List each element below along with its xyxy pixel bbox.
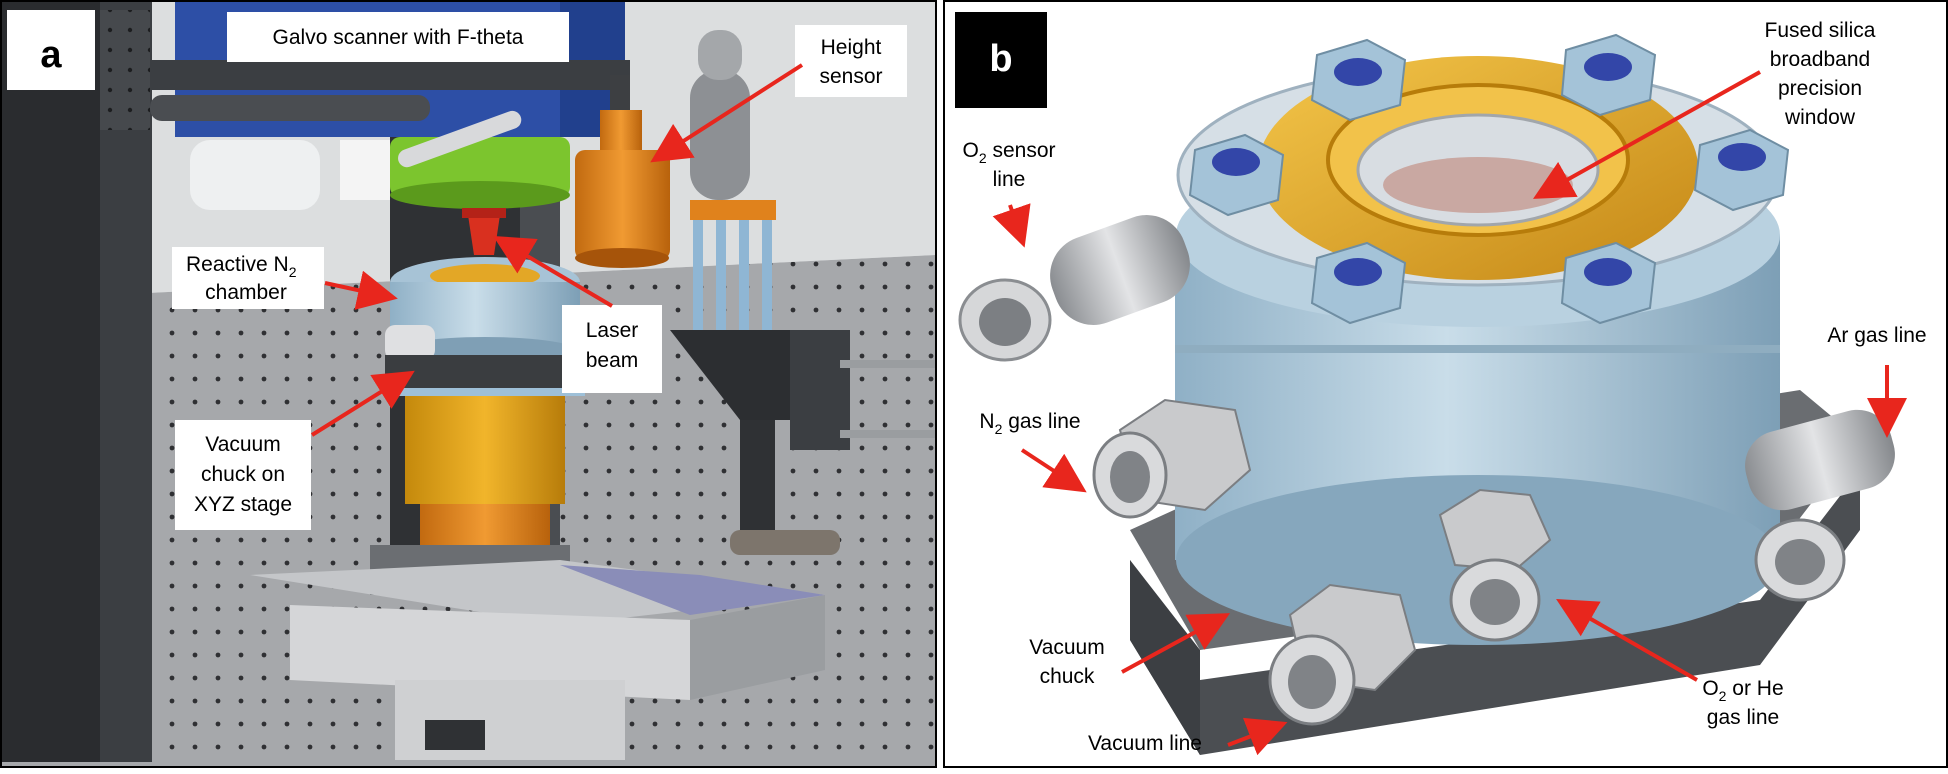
panel-a-letter-box <box>7 10 95 90</box>
kinematic-rods <box>840 360 935 368</box>
reactive-label-line2: chamber <box>205 281 287 304</box>
reactive-arrow <box>324 270 398 310</box>
o2he-label-line2: gas line <box>1707 706 1779 729</box>
chamber-small-fitting <box>385 325 435 360</box>
fused-label-line3: precision <box>1778 77 1862 100</box>
bg-equipment <box>190 140 320 210</box>
reactive-label-box <box>172 247 324 309</box>
chamber-groove <box>1175 345 1780 353</box>
vacline-label: Vacuum line <box>1088 732 1202 755</box>
laser-arrow <box>493 235 614 308</box>
height-sensor-label-line2: sensor <box>819 65 882 88</box>
n2-gas-fitting <box>1092 398 1252 519</box>
o2sensor-arrow <box>992 203 1031 248</box>
n2-arrow <box>1020 448 1087 493</box>
height-sensor-label-box <box>795 25 907 97</box>
bolt-5 <box>1310 241 1407 325</box>
stage-z-yellow <box>405 396 565 504</box>
chamber-small-base-stripe <box>385 388 585 396</box>
f-theta-lens-bottom <box>390 181 570 209</box>
probe-rod-3 <box>739 200 749 335</box>
vacuum-stage-label-box <box>175 420 311 530</box>
probe-rod-1 <box>693 200 703 335</box>
mount-post-base <box>730 530 840 555</box>
post-left-holes <box>100 10 150 130</box>
bolt-6 <box>1560 241 1657 325</box>
xy-stage-right <box>690 595 825 700</box>
panel-b-letter-box <box>955 12 1047 108</box>
laser-nozzle <box>468 215 500 255</box>
microscope-tube-top <box>698 30 742 80</box>
o2sensor-label-line2: line <box>993 168 1026 191</box>
probe-rod-accent <box>690 200 776 220</box>
galvo-label-box <box>227 12 569 62</box>
vacuum-stage-label-line2: chuck on <box>201 463 285 486</box>
bolt-1 <box>1310 38 1407 122</box>
probe-rod-2 <box>716 200 726 335</box>
height-sensor-top <box>600 110 642 150</box>
o2-he-fitting <box>1438 488 1552 642</box>
laser-label-box <box>562 305 662 393</box>
chamber-small-base <box>385 355 585 390</box>
mount-rod <box>150 95 430 121</box>
laser-nozzle-top <box>462 208 506 218</box>
o2-sensor-fitting <box>958 215 1190 362</box>
microscope-tube <box>690 70 750 200</box>
mount-post <box>740 420 775 540</box>
probe-rod-4 <box>762 200 772 335</box>
height-sensor-arrow <box>650 63 804 163</box>
fused-label-line4: window <box>1784 106 1856 129</box>
o2he-arrow <box>1556 599 1698 682</box>
vacuum-stage-label-line1: Vacuum <box>205 433 280 456</box>
chuck-arrow <box>1121 613 1231 674</box>
vacuum-stage-label-line3: XYZ stage <box>194 493 292 516</box>
fused-label-line2: broadband <box>1770 48 1870 71</box>
bolt-2 <box>1560 33 1657 117</box>
kinematic-rods-2 <box>840 430 935 438</box>
bolt-3 <box>1188 133 1285 217</box>
mount-rod-2 <box>398 110 522 168</box>
panel-b-letter: b <box>989 38 1012 80</box>
bg-equipment-2 <box>340 140 390 200</box>
window-inner <box>1383 157 1573 213</box>
height-sensor-label-line1: Height <box>821 36 882 59</box>
panel-b: b Fused silica broadband precision windo… <box>943 0 1948 768</box>
chuck-base-front-face <box>1130 560 1200 755</box>
panel-a-letter: a <box>40 34 62 76</box>
height-sensor-body <box>575 150 670 260</box>
vacuum-stage-arrow <box>310 370 415 437</box>
chuck-label-line2: chuck <box>1040 665 1095 688</box>
panel-a: a Galvo scanner with F-theta Height sens… <box>0 0 937 768</box>
fused-arrow <box>1533 70 1761 199</box>
vacuum-line-fitting <box>1268 583 1417 726</box>
ar-gas-fitting <box>1745 409 1895 602</box>
xy-stage-plate <box>560 565 825 615</box>
xy-stage-lower-slot <box>425 720 485 750</box>
laser-label-line2: beam <box>586 349 639 372</box>
xy-stage-front <box>290 605 690 700</box>
fused-label-line1: Fused silica <box>1765 19 1876 42</box>
laser-label-line1: Laser <box>586 319 639 342</box>
bolt-4 <box>1693 128 1790 212</box>
galvo-label: Galvo scanner with F-theta <box>273 26 524 49</box>
n2-label: N2 gas line <box>979 410 1080 437</box>
vacline-arrow <box>1227 717 1288 756</box>
ar-label: Ar gas line <box>1827 324 1926 347</box>
chuck-label-line1: Vacuum <box>1029 636 1104 659</box>
height-sensor-base <box>575 248 669 268</box>
o2he-label-line1: O2 or He <box>1702 677 1783 704</box>
reactive-label-line1: Reactive N2 <box>186 253 297 280</box>
galvo-top-plate <box>150 60 630 90</box>
o2sensor-label-line1: O2 sensor <box>962 139 1055 166</box>
